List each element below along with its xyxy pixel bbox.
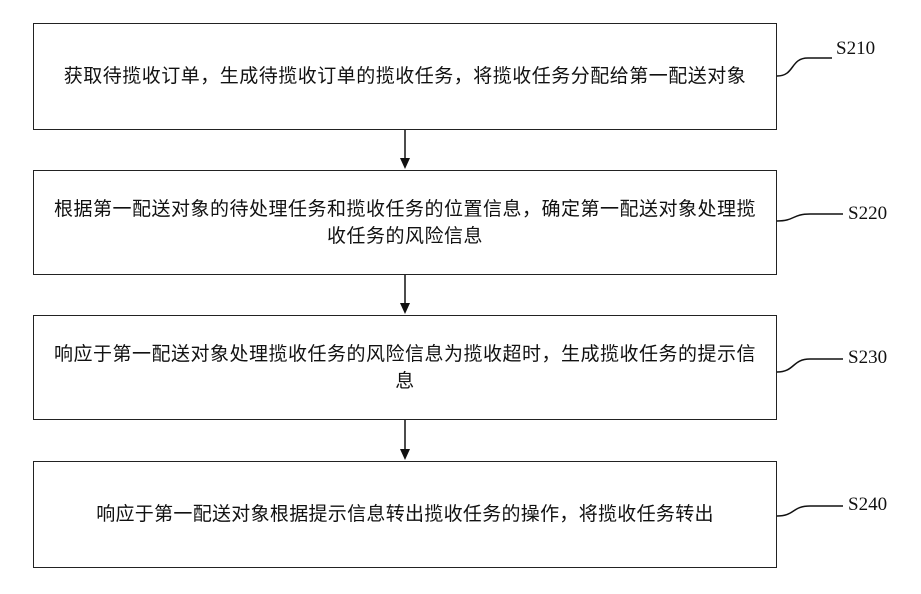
step-label-s240: S240 xyxy=(848,494,887,516)
leader-line-s240 xyxy=(777,506,843,516)
step-text-s210: 获取待揽收订单，生成待揽收订单的揽收任务，将揽收任务分配给第一配送对象 xyxy=(45,63,765,90)
step-label-s230: S230 xyxy=(848,347,887,369)
step-box-s230: 响应于第一配送对象处理揽收任务的风险信息为揽收超时，生成揽收任务的提示信息 xyxy=(33,315,777,420)
flow-arrow-3 xyxy=(400,420,410,460)
step-label-s210: S210 xyxy=(836,38,875,60)
flow-arrow-2 xyxy=(400,275,410,314)
leader-line-s210 xyxy=(777,58,832,76)
leader-line-s230 xyxy=(777,359,843,372)
step-text-s240: 响应于第一配送对象根据提示信息转出揽收任务的操作，将揽收任务转出 xyxy=(45,501,765,528)
step-box-s220: 根据第一配送对象的待处理任务和揽收任务的位置信息，确定第一配送对象处理揽收任务的… xyxy=(33,170,777,275)
step-label-s220: S220 xyxy=(848,203,887,225)
step-box-s210: 获取待揽收订单，生成待揽收订单的揽收任务，将揽收任务分配给第一配送对象 xyxy=(33,23,777,130)
leader-line-s220 xyxy=(777,214,843,221)
flow-arrow-1 xyxy=(400,130,410,169)
step-text-s230: 响应于第一配送对象处理揽收任务的风险信息为揽收超时，生成揽收任务的提示信息 xyxy=(45,341,765,395)
step-box-s240: 响应于第一配送对象根据提示信息转出揽收任务的操作，将揽收任务转出 xyxy=(33,461,777,568)
step-text-s220: 根据第一配送对象的待处理任务和揽收任务的位置信息，确定第一配送对象处理揽收任务的… xyxy=(45,196,765,250)
